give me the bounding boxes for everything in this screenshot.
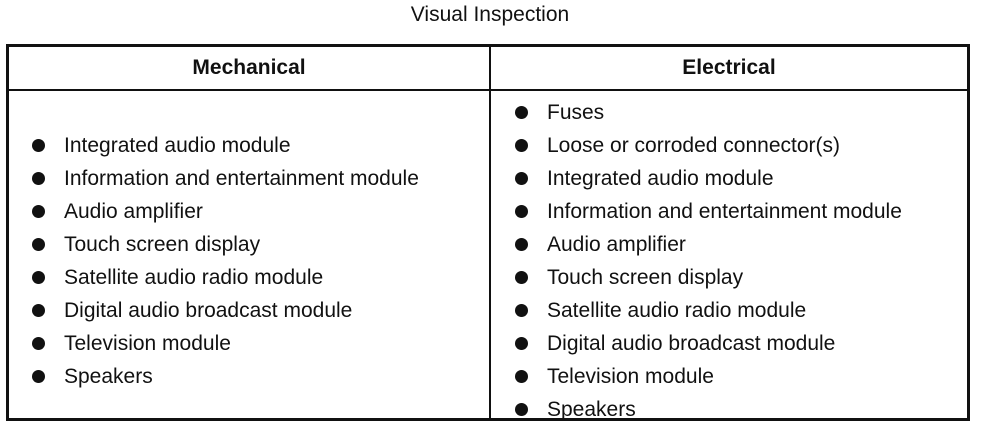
bullet-icon xyxy=(515,337,528,350)
bullet-icon xyxy=(32,271,45,284)
bullet-icon xyxy=(515,271,528,284)
list-item: Television module xyxy=(512,360,902,393)
bullet-icon xyxy=(32,337,45,350)
bullet-icon xyxy=(515,139,528,152)
list-item-label: Loose or corroded connector(s) xyxy=(547,134,840,157)
list-item-label: Touch screen display xyxy=(64,233,261,256)
list-item-label: Information and entertainment module xyxy=(547,200,902,223)
list-item-label: Speakers xyxy=(547,398,636,421)
list-item: Integrated audio module xyxy=(512,162,902,195)
list-item-label: Digital audio broadcast module xyxy=(64,299,353,322)
list-item-label: Integrated audio module xyxy=(64,134,291,157)
list-item: Television module xyxy=(29,327,419,360)
list-item-label: Digital audio broadcast module xyxy=(547,332,836,355)
bullet-icon xyxy=(32,238,45,251)
list-item: Touch screen display xyxy=(29,228,419,261)
electrical-list: Fuses Loose or corroded connector(s) Int… xyxy=(512,96,902,426)
bullet-icon xyxy=(515,205,528,218)
header-divider xyxy=(9,89,967,91)
bullet-icon xyxy=(32,304,45,317)
list-item-label: Television module xyxy=(547,365,714,388)
bullet-icon xyxy=(515,403,528,416)
list-item-label: Speakers xyxy=(64,365,153,388)
inspection-table: Mechanical Electrical Integrated audio m… xyxy=(6,44,970,421)
list-item: Touch screen display xyxy=(512,261,902,294)
list-item-label: Audio amplifier xyxy=(547,233,686,256)
list-item: Information and entertainment module xyxy=(29,162,419,195)
list-item: Integrated audio module xyxy=(29,129,419,162)
list-item: Speakers xyxy=(512,393,902,426)
bullet-icon xyxy=(515,238,528,251)
list-item-label: Television module xyxy=(64,332,231,355)
bullet-icon xyxy=(32,370,45,383)
bullet-icon xyxy=(515,304,528,317)
mechanical-header: Mechanical xyxy=(192,56,306,79)
mechanical-list: Integrated audio module Information and … xyxy=(29,129,419,393)
electrical-header: Electrical xyxy=(682,56,776,79)
list-item: Digital audio broadcast module xyxy=(29,294,419,327)
list-item: Audio amplifier xyxy=(29,195,419,228)
bullet-icon xyxy=(32,205,45,218)
list-item: Satellite audio radio module xyxy=(512,294,902,327)
list-item: Information and entertainment module xyxy=(512,195,902,228)
list-item-label: Information and entertainment module xyxy=(64,167,419,190)
list-item-label: Fuses xyxy=(547,101,605,124)
list-item-label: Touch screen display xyxy=(547,266,744,289)
bullet-icon xyxy=(515,106,528,119)
bullet-icon xyxy=(32,172,45,185)
page-title: Visual Inspection xyxy=(410,3,570,26)
bullet-icon xyxy=(515,172,528,185)
list-item: Audio amplifier xyxy=(512,228,902,261)
list-item: Satellite audio radio module xyxy=(29,261,419,294)
list-item: Digital audio broadcast module xyxy=(512,327,902,360)
bullet-icon xyxy=(32,139,45,152)
list-item: Fuses xyxy=(512,96,902,129)
list-item: Loose or corroded connector(s) xyxy=(512,129,902,162)
list-item-label: Satellite audio radio module xyxy=(64,266,324,289)
bullet-icon xyxy=(515,370,528,383)
column-divider xyxy=(489,47,491,418)
list-item-label: Satellite audio radio module xyxy=(547,299,807,322)
list-item: Speakers xyxy=(29,360,419,393)
list-item-label: Audio amplifier xyxy=(64,200,203,223)
list-item-label: Integrated audio module xyxy=(547,167,774,190)
